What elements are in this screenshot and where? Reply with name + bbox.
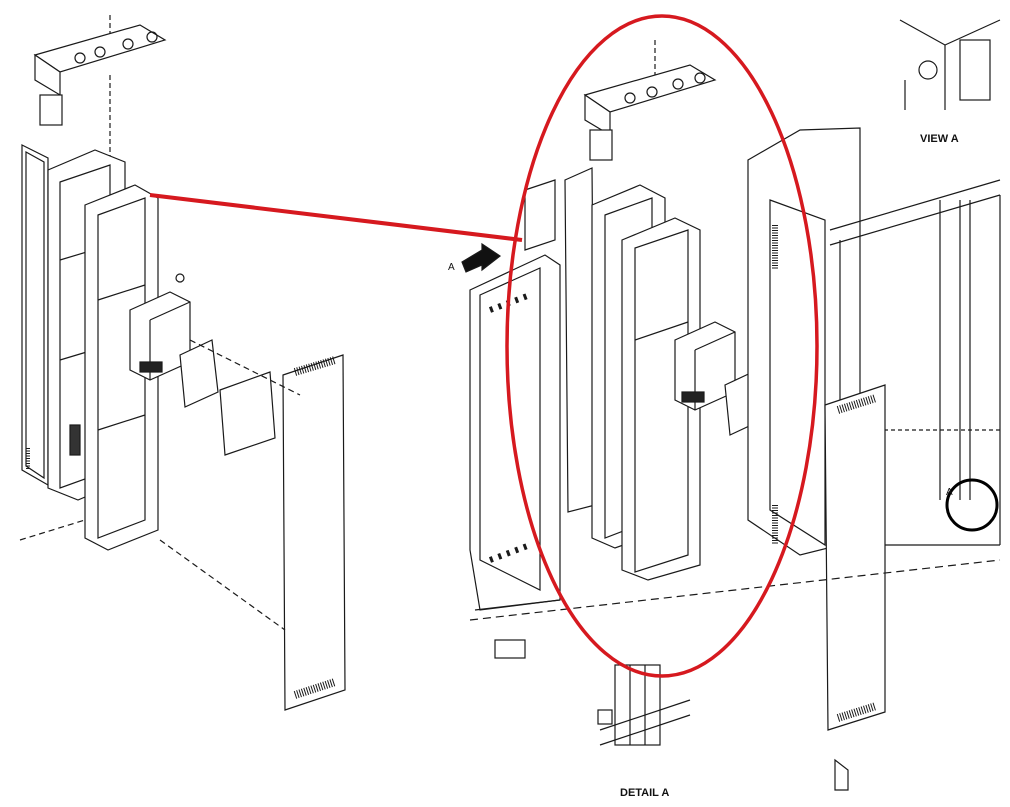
highlight-connector-line (149, 193, 523, 242)
left-rear-panel (21, 144, 49, 487)
detail-a-marker: A (946, 487, 953, 498)
middle-rear-panel (564, 167, 596, 513)
cabinet-side-panel (469, 179, 561, 659)
left-frame-inner (69, 184, 159, 551)
view-a-arrow-icon (461, 242, 502, 273)
detail-a-label: DETAIL A (620, 787, 670, 799)
detail-a-circle (945, 478, 999, 532)
right-front-panel (824, 384, 886, 791)
left-assembly (19, 15, 346, 711)
middle-top-bracket (583, 64, 717, 161)
view-a-arrow-marker: A (448, 262, 455, 273)
left-cover-plate (219, 371, 276, 456)
detail-a-bracket (597, 664, 691, 746)
highlight-ellipse (505, 14, 819, 678)
middle-frame-inner (621, 217, 701, 581)
view-a-label: VIEW A (920, 133, 959, 145)
left-front-panel (282, 354, 346, 711)
left-electronics-box (129, 273, 191, 381)
view-a-inset (899, 19, 1001, 110)
floor-guide-line (469, 559, 1001, 621)
middle-assembly (469, 40, 819, 746)
left-top-bracket (33, 24, 167, 126)
